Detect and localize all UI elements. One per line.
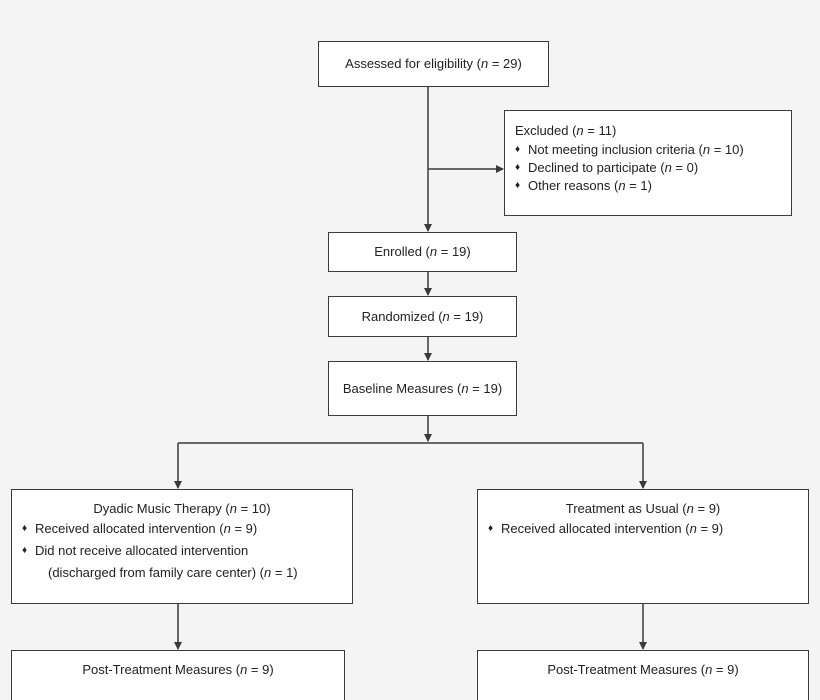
excluded-item: ♦Other reasons (n = 1): [515, 178, 652, 193]
dyadic-title: Dyadic Music Therapy (n = 10): [93, 501, 271, 516]
tau-title: Treatment as Usual (n = 9): [565, 501, 721, 516]
tau-list: ♦Received allocated intervention (n = 9): [488, 520, 798, 538]
dyadic-item: ♦Did not receive allocated intervention: [22, 543, 249, 558]
dyadic-subnote: (discharged from family care center) (n …: [48, 565, 298, 580]
bullet-diamond-icon: ♦: [515, 144, 521, 155]
bullet-diamond-icon: ♦: [515, 180, 521, 191]
post-treatment-left-box: Post-Treatment Measures (n = 9): [11, 650, 345, 700]
excluded-list: ♦Not meeting inclusion criteria (n = 10)…: [515, 141, 781, 195]
enrolled-label: Enrolled (n = 19): [374, 244, 471, 259]
baseline-box: Baseline Measures (n = 19): [328, 361, 517, 416]
excluded-item: ♦Not meeting inclusion criteria (n = 10): [515, 142, 744, 157]
bullet-diamond-icon: ♦: [515, 162, 521, 173]
excluded-box: Excluded (n = 11) ♦Not meeting inclusion…: [504, 110, 792, 216]
bullet-diamond-icon: ♦: [22, 523, 28, 534]
dyadic-box: Dyadic Music Therapy (n = 10) ♦Received …: [11, 489, 353, 604]
post-treatment-left-label: Post-Treatment Measures (n = 9): [82, 662, 274, 677]
bullet-diamond-icon: ♦: [488, 523, 494, 534]
randomized-box: Randomized (n = 19): [328, 296, 517, 337]
dyadic-list: ♦Received allocated intervention (n = 9)…: [22, 520, 342, 560]
excluded-title: Excluded (n = 11): [515, 123, 617, 138]
post-treatment-right-box: Post-Treatment Measures (n = 9): [477, 650, 809, 700]
post-treatment-right-label: Post-Treatment Measures (n = 9): [547, 662, 739, 677]
enrolled-box: Enrolled (n = 19): [328, 232, 517, 272]
dyadic-item: ♦Received allocated intervention (n = 9): [22, 521, 258, 536]
baseline-label: Baseline Measures (n = 19): [342, 380, 503, 396]
bullet-diamond-icon: ♦: [22, 545, 28, 556]
assessed-box: Assessed for eligibility (n = 29): [318, 41, 549, 87]
randomized-label: Randomized (n = 19): [361, 308, 484, 324]
assessed-label: Assessed for eligibility (n = 29): [345, 56, 522, 71]
tau-box: Treatment as Usual (n = 9) ♦Received all…: [477, 489, 809, 604]
tau-item: ♦Received allocated intervention (n = 9): [488, 521, 724, 536]
excluded-item: ♦Declined to participate (n = 0): [515, 160, 699, 175]
